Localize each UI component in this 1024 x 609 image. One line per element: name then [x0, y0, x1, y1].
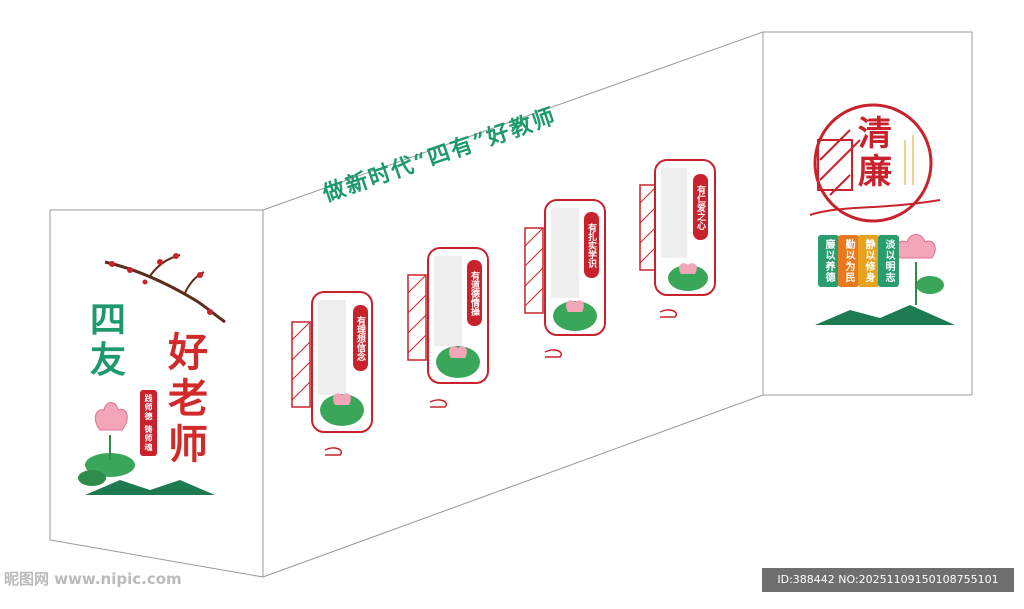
panel-1-label: 有理想信念 [353, 305, 368, 371]
right-lotus-icon [815, 234, 955, 325]
qinglian-emblem [809, 103, 941, 223]
right-title: 清廉 [858, 114, 892, 192]
watermark-right: ID:388442 NO:20251109150108755101 [762, 568, 1014, 592]
left-title-line1: 四友 [90, 299, 127, 381]
plum-branch-icon [104, 253, 226, 324]
panel-2-label: 有道德情操 [467, 260, 482, 326]
right-motto-4: 淡以明志 [878, 235, 899, 287]
panel-3-label: 有扎实学识 [584, 212, 599, 278]
right-motto-3: 静以修身 [858, 235, 879, 287]
left-motto: 践师德 铸师魂 [140, 390, 157, 456]
panel-4-label: 有仁爱之心 [693, 174, 708, 240]
left-title-line2: 好老师 [168, 329, 208, 468]
watermark-left: 昵图网 www.nipic.com [4, 570, 182, 588]
right-motto-2: 勤以为民 [838, 235, 859, 287]
right-motto-1: 廉以养德 [818, 235, 839, 287]
lotus-icon [78, 402, 215, 495]
right-wall-outline [762, 31, 973, 396]
